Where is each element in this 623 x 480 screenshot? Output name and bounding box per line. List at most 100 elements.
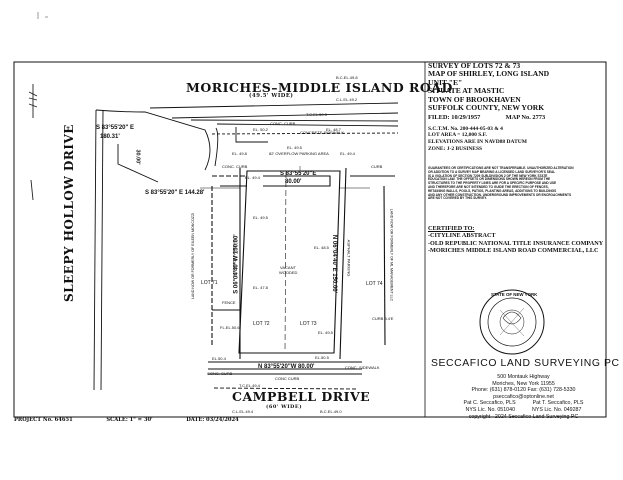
- elev-g: EL. 49.4: [340, 151, 355, 156]
- elev-b: EL. 48.7: [326, 127, 341, 132]
- elev-f: EL. 49.8: [232, 151, 247, 156]
- west-road-lines: [93, 109, 268, 391]
- conc-curb-south: CONC. CURB: [207, 371, 233, 376]
- lot-72-label: LOT 72: [253, 321, 270, 327]
- asphalt-parking-west: ASPHALT PARKING: [231, 239, 237, 277]
- sct-line: LOT AREA = 12,000 S.F.: [428, 132, 487, 139]
- certified-to: CERTIFIED TO: -CITYLINE ABSTRACT -OLD RE…: [428, 225, 618, 255]
- surveyor-licenses: NYS Lic. No. 051040 NYS Lic. No. 049287: [431, 407, 616, 414]
- surveyor-seal: [479, 289, 545, 355]
- scale-label: SCALE: 1" = 30': [106, 417, 153, 423]
- curb-east: CURB: [371, 164, 383, 169]
- seal-text: STATE OF NEW YORK: [491, 292, 538, 297]
- elev-c: EL. 49.5: [253, 215, 268, 220]
- elev-cl-north: C.L.EL.49.2: [336, 97, 358, 102]
- elev-cl-south: C.L.EL.49.4: [232, 409, 254, 414]
- note-line: AND ANY OTHER CONSTRUCTION. UNDERGROUND …: [428, 192, 572, 197]
- note-line: RETAINING WALLS, POOLS, PATIOS, PLANTING…: [428, 188, 557, 193]
- sct-block: S.C.T.M. No. 200-444-05-03 & 4 LOT AREA …: [428, 126, 608, 152]
- curb-south: CONC CURB: [275, 376, 300, 381]
- license-2: NYS Lic. No. 049287: [531, 406, 582, 413]
- west-road-name: SLEEPY HOLLOW DRIVE: [61, 124, 76, 302]
- certified-title: CERTIFIED TO:: [428, 225, 475, 232]
- west-top-bearing: S 83°55'20" E: [96, 125, 135, 131]
- north-lot-bearing: S 83°55'20"E: [280, 171, 317, 177]
- note-line: GUARANTEES OR CERTIFICATIONS ARE NOT TRA…: [428, 166, 574, 170]
- company-city: Moriches, New York 11955: [492, 380, 555, 387]
- copyright: copyright - 2024 Seccafico Land Surveyin…: [468, 413, 579, 420]
- dimension-ticks: [200, 166, 370, 189]
- parcel-boundary: [211, 167, 395, 360]
- lot-73-label: LOT 73: [300, 321, 317, 327]
- survey-notes: GUARANTEES OR CERTIFICATIONS ARE NOT TRA…: [428, 166, 613, 201]
- elev-lot: EL. 49.4: [245, 175, 260, 180]
- filed-date: FILED: 10/29/1957: [428, 114, 481, 122]
- elev-south: EL.50.4: [212, 356, 226, 361]
- note-line: OR ADDITION TO A SURVEY MAP BEARING A LI…: [428, 169, 556, 174]
- now-or-formerly-west: LAND NOW OR FORMERLY OF EILEEN MONCOZZI: [191, 212, 196, 300]
- project-number: PROJECT No. 64651: [14, 417, 73, 423]
- lot-74-label: LOT 74: [366, 281, 383, 287]
- elev-a: EL. 50.2: [253, 127, 268, 132]
- sct-line: ELEVATIONS ARE IN NAVD88 DATUM: [428, 139, 527, 146]
- south-road-lines: [208, 361, 362, 390]
- map-number: MAP No. 2773: [505, 114, 546, 122]
- east-side-bearing: N 06°04'40"E 150.00': [331, 234, 338, 294]
- title-line: SITUATE AT MASTIC: [428, 86, 505, 96]
- company-phone: Phone: (631) 878-0120 Fax: (631) 728-533…: [471, 387, 576, 394]
- west-top-distance: 180.31': [100, 134, 120, 140]
- asphalt-parking-east: ASPHALT PARKING: [346, 239, 352, 277]
- lot-71-label: LOT 71: [201, 280, 218, 286]
- certified-party: -CITYLINE ABSTRACT: [428, 232, 496, 240]
- date-label: DATE: 03/24/2024: [186, 417, 239, 423]
- elev-bc-north: B.C.EL.49.8: [336, 75, 358, 80]
- company-email: pseccafico@optonline.net: [493, 393, 554, 400]
- west-mid-distance: 30.00': [134, 149, 141, 165]
- license-1: NYS Lic. No. 051040: [465, 406, 516, 413]
- corner-marks: [37, 12, 48, 19]
- elev-h: EL. 49.5: [318, 330, 333, 335]
- surveyor-2: Pat T. Seccafico, PLS: [532, 400, 584, 407]
- note-line: ARE NOT COVERED BY THIS SURVEY.: [428, 196, 487, 201]
- title-line: TOWN OF BROOKHAVEN: [428, 94, 521, 104]
- note-line: EDUCATION LAW. THE OFFSETS OR DIMENSIONS…: [428, 177, 551, 182]
- vacant-label: VACANT: [280, 265, 296, 270]
- company-block: SECCAFICO LAND SURVEYING PC 500 Montauk …: [431, 358, 620, 420]
- elev-d: EL. 48.5: [314, 245, 329, 250]
- sct-line: S.C.T.M. No. 200-444-05-03 & 4: [428, 125, 503, 132]
- title-block: SURVEY OF LOTS 72 & 73 MAP OF SHIRLEY, L…: [428, 61, 608, 152]
- fl-elevation: FL.EL.50.6: [220, 325, 240, 330]
- elev-southwest: EL.50.5: [315, 355, 329, 360]
- wooded-label: WOODED: [279, 270, 298, 275]
- north-lot-distance: 80.00': [285, 179, 302, 185]
- title-line: MAP OF SHIRLEY, LONG ISLAND: [428, 69, 550, 79]
- elev-tc-south: T.C.EL.49.4: [239, 383, 260, 388]
- certified-party: -OLD REPUBLIC NATIONAL TITLE INSURANCE C…: [428, 239, 604, 247]
- left-marks: [28, 84, 38, 201]
- elev-e: EL. 47.8: [253, 285, 268, 290]
- south-lot-bearing: N 83°55'20"W 80.00': [258, 364, 315, 370]
- conc-sidewalk-north: CONCRETE SIDEWALK: [300, 130, 345, 135]
- company-address: 500 Montauk Highway: [497, 374, 550, 380]
- south-road-width: (60' WIDE): [266, 404, 303, 410]
- project-bar: PROJECT No. 64651 SCALE: 1" = 30' DATE: …: [14, 417, 239, 423]
- conc-sidewalk-south: CONC. SIDEWALK: [345, 365, 380, 370]
- company-name: SECCAFICO LAND SURVEYING PC: [431, 358, 620, 369]
- filed-line: FILED: 10/29/1957 MAP No. 2773: [428, 114, 608, 122]
- north-road-width: (49.5' WIDE): [249, 93, 294, 99]
- overflow-parking-label: 82' OVERFLOW PARKING AREA: [269, 151, 329, 156]
- north-road-name: MORICHES–MIDDLE ISLAND ROAD: [186, 80, 453, 95]
- note-line: AND THEREFORE ARE NOT INTENDED TO GUIDE …: [428, 184, 549, 189]
- title-line: SUFFOLK COUNTY, NEW YORK: [428, 103, 545, 113]
- title-line: SURVEY OF LOTS 72 & 73: [428, 61, 521, 70]
- south-road-name: CAMPBELL DRIVE: [232, 389, 371, 404]
- elev-tc-north: T.C.EL.50.3: [306, 112, 327, 117]
- note-line: IS A VIOLATION OF SECTION 7209 SUB-DIVIS…: [428, 173, 548, 178]
- west-mid-bearing: S 83°55'20" E 144.28': [145, 190, 205, 196]
- title-line: UNIT "E": [428, 77, 463, 87]
- conc-curb-north: CONC. CURB: [270, 121, 296, 126]
- north-road-lines: [149, 102, 399, 135]
- fence-label: FENCE: [222, 300, 236, 305]
- now-or-formerly-east: LAND NOW OR FORMERLY OF ML MANAGEMENT LL…: [389, 208, 394, 302]
